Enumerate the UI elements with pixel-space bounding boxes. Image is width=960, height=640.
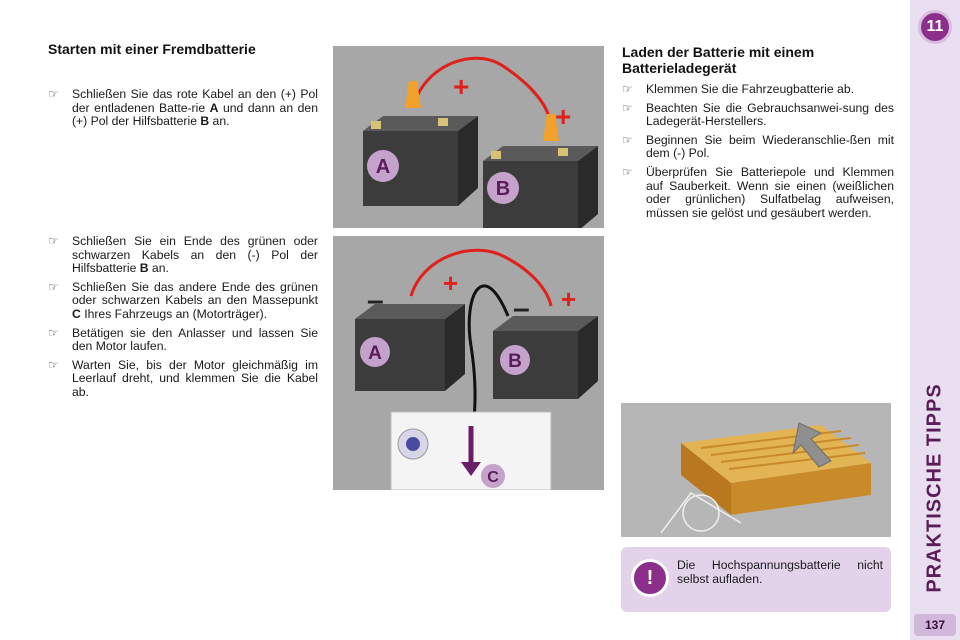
battery-a: A [355,304,465,391]
jump-start-steps-1: ☞ Schließen Sie das rote Kabel an den (+)… [48,87,318,134]
exclamation-icon: ! [631,559,669,597]
chapter-number-badge: 11 [918,10,952,44]
battery-a: A [363,116,478,206]
list-item-text: Schließen Sie ein Ende des grünen oder s… [72,234,318,276]
list-item-text: Klemmen Sie die Fahrzeugbatterie ab. [646,82,854,96]
hand-pointer-icon: ☞ [48,325,59,340]
section-title-vertical: PRAKTISCHE TIPPS [923,383,946,593]
list-item: ☞ Schließen Sie das andere Ende des grüne… [48,279,318,322]
list-item: ☞ Beginnen Sie beim Wiederanschlie-ßen mi… [622,132,894,161]
hand-pointer-icon: ☞ [48,87,59,101]
list-item: ☞ Klemmen Sie die Fahrzeugbatterie ab. [622,82,894,97]
battery-a-label: A [368,343,382,364]
jump-start-steps-2: ☞ Schließen Sie ein Ende des grünen oder … [48,234,318,405]
charging-steps: ☞ Klemmen Sie die Fahrzeugbatterie ab. ☞ Be… [622,82,894,225]
ground-label: C [487,469,499,486]
red-cable [411,56,553,125]
minus-sign-2: – [513,292,530,325]
red-cable [409,248,553,307]
section-heading-jump-start: Starten mit einer Fremdbatterie [48,41,256,57]
list-item-text: Überprüfen Sie Batteriepole und Klemmen … [646,164,894,220]
list-item: ☞ Betätigen sie den Anlasser und lassen S… [48,325,318,354]
clamp-b [543,114,559,141]
arrow-icon [792,422,832,468]
list-item-text: Warten Sie, bis der Motor gleichmäßig im… [72,357,318,399]
hand-pointer-icon: ☞ [48,234,59,248]
hand-pointer-icon: ☞ [622,100,633,115]
battery-b-label: B [496,178,510,200]
plus-sign-1: + [443,268,458,298]
hv-battery [681,425,871,515]
list-item-text: Schließen Sie das andere Ende des grünen… [72,279,318,321]
page-number: 137 [914,614,956,636]
engine-outline [660,492,742,534]
illustration-hv-battery [621,403,891,537]
list-item-text: Beginnen Sie beim Wiederanschlie-ßen mit… [646,132,894,161]
list-item: ☞ Schließen Sie ein Ende des grünen oder … [48,234,318,276]
hand-pointer-icon: ☞ [622,132,633,147]
plus-sign-2: + [561,284,576,314]
warning-text: Die Hochspannungsbatterie nicht selbst a… [677,558,883,586]
hand-pointer-icon: ☞ [622,164,633,179]
illustration-red-cable: A B + + [333,46,604,228]
battery-b: B [493,316,598,399]
clamp-a [405,81,421,108]
plus-sign-1: + [453,71,469,102]
minus-sign-1: – [367,284,384,317]
list-item: ☞ Überprüfen Sie Batteriepole und Klemmen… [622,164,894,220]
hand-pointer-icon: ☞ [48,279,59,294]
warning-box: ! Die Hochspannungsbatterie nicht selbst… [621,547,891,612]
hand-pointer-icon: ☞ [622,82,633,96]
list-item-text: Schließen Sie das rote Kabel an den (+) … [72,87,318,129]
list-item: ☞ Warten Sie, bis der Motor gleichmäßig i… [48,357,318,400]
battery-b: B [483,146,598,228]
section-heading-battery-charging: Laden der Batterie mit einem Batterielad… [622,44,815,77]
engine-bay-inset: C [390,411,552,490]
chapter-sidebar [910,0,960,640]
list-item-text: Beachten Sie die Gebrauchsanwei-sung des… [646,100,894,129]
illustration-ground-cable: A B – + – + C [333,236,604,490]
list-item: ☞ Beachten Sie die Gebrauchsanwei-sung de… [622,100,894,129]
list-item-text: Betätigen sie den Anlasser und lassen Si… [72,325,318,354]
plus-sign-2: + [555,101,571,132]
battery-a-label: A [376,156,390,178]
hand-pointer-icon: ☞ [48,357,59,372]
battery-b-label: B [508,351,522,372]
list-item: ☞ Schließen Sie das rote Kabel an den (+)… [48,87,318,129]
